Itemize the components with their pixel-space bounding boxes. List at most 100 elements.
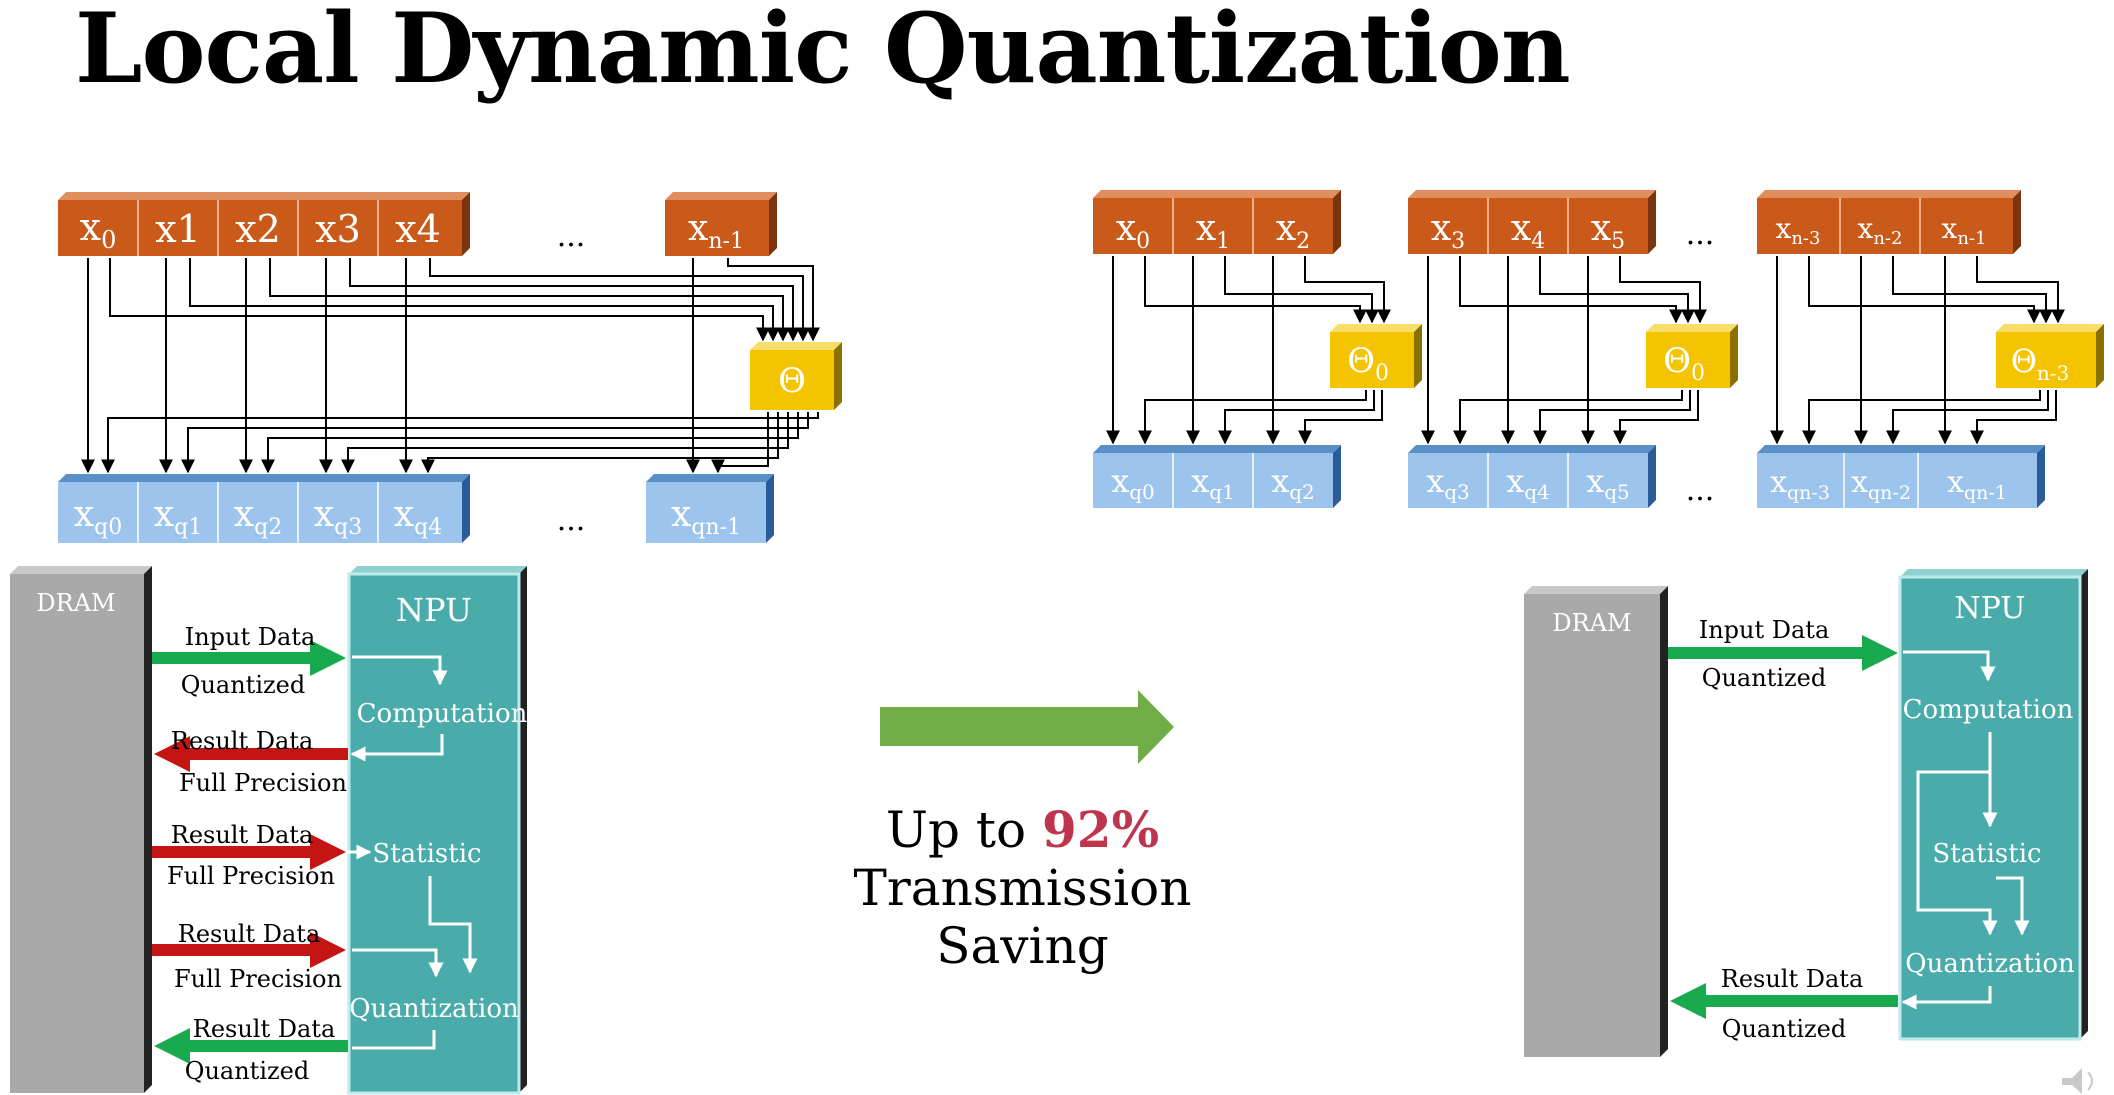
left-feed-line-0 (109, 258, 770, 342)
left-output-row: xq0 xq1 xq2 xq3 xq4 (58, 474, 470, 543)
right-return-line-0-1 (1218, 390, 1375, 445)
left-arrow-result-1 (154, 736, 348, 772)
left-feed-line-1 (189, 258, 780, 342)
right-transfer-0-top: Input Data (1699, 616, 1830, 644)
left-step-quantization: Quantization (349, 994, 519, 1024)
right-return-line-2-1 (1886, 390, 2049, 445)
right-transfer-1-top: Result Data (1721, 965, 1864, 993)
right-connector-lines (1106, 256, 2065, 445)
left-transfer-1-top: Result Data (171, 727, 314, 755)
right-return-line-2-2 (1970, 390, 2057, 445)
summary-line-1: Up to 92% (840, 800, 1205, 859)
right-arrow-input (1668, 635, 1898, 671)
left-arrow-result-2 (152, 834, 346, 870)
left-feed-line-2 (269, 258, 790, 342)
left-input-last: xn-1 (665, 192, 777, 256)
right-npu-label: NPU (1954, 591, 2025, 626)
right-feed-line-1-2 (1619, 256, 1707, 324)
left-output-xq4: xq4 (394, 494, 442, 540)
left-return-line-3 (341, 412, 789, 474)
right-feed-line-0-1 (1224, 256, 1379, 324)
right-input-group-3: xn-3 xn-2 xn-1 (1757, 190, 2021, 254)
left-scale-box: Θ (750, 342, 842, 410)
speaker-icon[interactable] (2062, 1068, 2093, 1094)
right-feed-line-2-0 (1808, 256, 2041, 324)
left-transfer-0-top: Input Data (185, 623, 316, 651)
left-dram-bar: DRAM (10, 566, 152, 1093)
right-step-computation: Computation (1903, 695, 2074, 725)
left-transfer-3-bottom: Full Precision (174, 965, 342, 993)
left-input-ellipsis: ... (557, 219, 586, 254)
right-return-line-0-2 (1298, 390, 1383, 445)
right-feed-line-2-1 (1892, 256, 2053, 324)
left-arrow-input (152, 640, 346, 676)
left-input-x1: x1 (155, 207, 201, 251)
right-output-ellipsis: ... (1686, 473, 1715, 508)
right-step-statistic: Statistic (1932, 839, 2041, 869)
left-scale-theta: Θ (778, 361, 806, 401)
left-transfer-4-bottom: Quantized (185, 1057, 309, 1085)
left-step-computation: Computation (357, 699, 528, 729)
right-input-group-2: x3 x4 x5 (1408, 190, 1656, 254)
left-input-x4: x4 (395, 207, 441, 251)
left-transfer-labels: Input Data Quantized Result Data Full Pr… (167, 623, 347, 1085)
right-return-line-1-0 (1453, 390, 1683, 445)
summary-prefix: Up to (885, 801, 1043, 859)
right-feed-line-1-1 (1539, 256, 1695, 324)
right-return-line-0-0 (1138, 390, 1367, 445)
right-return-line-2-0 (1802, 390, 2041, 445)
left-output-last: xqn-1 (646, 474, 774, 543)
right-input-ellipsis: ... (1686, 217, 1715, 252)
left-npu-label: NPU (396, 591, 472, 629)
left-transfer-2-top: Result Data (171, 821, 314, 849)
left-return-line-4 (421, 412, 779, 474)
left-output-ellipsis: ... (557, 503, 586, 538)
left-connector-lines (81, 258, 820, 474)
left-input-x3: x3 (315, 207, 361, 251)
slide-title: Local Dynamic Quantization (75, 0, 1571, 105)
right-dram-bar: DRAM (1524, 586, 1668, 1057)
right-return-line-1-2 (1613, 390, 1699, 445)
right-feed-line-0-2 (1304, 256, 1391, 324)
left-feed-line-3 (349, 258, 800, 342)
right-step-quantization: Quantization (1905, 949, 2075, 979)
left-feed-line-5 (727, 258, 820, 342)
left-transfer-arrows (152, 640, 372, 1064)
right-input-group-1: x0 x1 x2 (1093, 190, 1341, 254)
right-output-group-3: xqn-3 xqn-2 xqn-1 (1757, 445, 2045, 508)
left-return-line-2 (261, 412, 799, 474)
left-transfer-0-bottom: Quantized (181, 671, 305, 699)
left-return-line-1 (181, 412, 809, 474)
right-output-group-1: xq0 xq1 xq2 (1093, 445, 1341, 508)
summary-text: Up to 92% Transmission Saving (840, 800, 1205, 975)
svg-text:Θ0: Θ0 (1347, 341, 1389, 386)
right-feed-line-2-2 (1976, 256, 2065, 324)
left-transfer-1-bottom: Full Precision (179, 769, 347, 797)
right-npu-bar: NPU Computation Statistic Quantization (1898, 569, 2088, 1041)
right-dram-label: DRAM (1552, 609, 1631, 637)
right-feed-line-1-0 (1459, 256, 1683, 324)
right-return-line-1-1 (1533, 390, 1691, 445)
left-transfer-4-top: Result Data (193, 1015, 336, 1043)
right-scale-box-3: Θn-3 (1996, 324, 2104, 388)
left-step-statistic: Statistic (372, 839, 481, 869)
right-scale-box-1: Θ0 (1330, 324, 1422, 388)
right-transfer-labels: Input Data Quantized Result Data Quantiz… (1699, 616, 1864, 1043)
summary-percent: 92% (1042, 800, 1160, 859)
right-output-group-2: xq3 xq4 xq5 (1408, 445, 1656, 508)
left-input-row: x0 x1 x2 x3 x4 (58, 192, 470, 256)
left-dram-label: DRAM (36, 589, 115, 617)
summary-line-2: Transmission (853, 859, 1192, 917)
big-transition-arrow (880, 690, 1174, 764)
left-transfer-2-bottom: Full Precision (167, 862, 335, 890)
left-arrow-result-3 (152, 932, 346, 968)
left-transfer-3-top: Result Data (178, 920, 321, 948)
right-transfer-1-bottom: Quantized (1722, 1015, 1846, 1043)
left-feed-line-4 (429, 258, 810, 342)
right-arrow-result (1670, 983, 1898, 1019)
right-scale-box-2: Θ0 (1646, 324, 1738, 388)
right-feed-line-0-0 (1144, 256, 1367, 324)
right-transfer-arrows (1668, 635, 1898, 1019)
